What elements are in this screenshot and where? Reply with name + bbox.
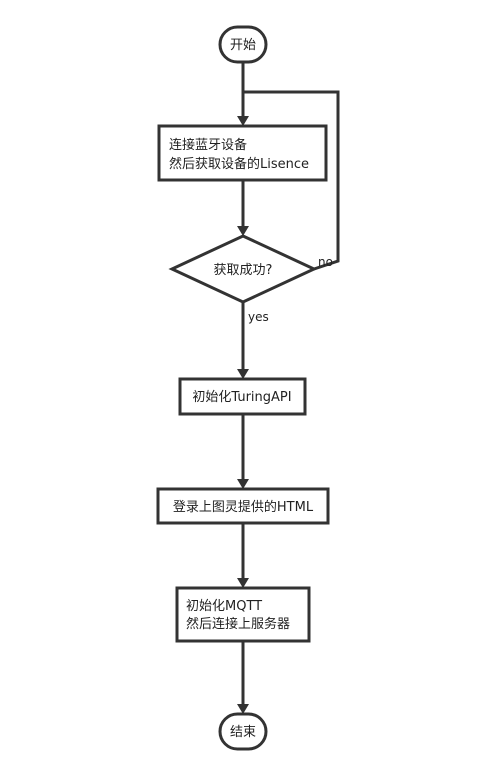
node-init-mqtt: 初始化MQTT 然后连接上服务器: [175, 586, 311, 643]
edges: [237, 62, 340, 714]
decision-label: 获取成功?: [214, 263, 273, 278]
node-connect: 连接蓝牙设备 然后获取设备的Lisence: [157, 124, 328, 182]
init-turing-process-box: [178, 377, 307, 416]
node-init-turing: 初始化TuringAPI: [178, 377, 307, 416]
arrow-init-mqtt-to-end: [237, 704, 249, 714]
login-label: 登录上图灵提供的HTML: [173, 499, 314, 515]
arrow-login-to-init-mqtt: [237, 578, 249, 588]
arrow-init-turing-to-login: [237, 479, 249, 489]
init-mqtt-label-line2: 然后连接上服务器: [186, 616, 290, 632]
node-end: 结束: [218, 712, 268, 751]
edge-label-no: no: [318, 255, 333, 269]
start-label: 开始: [230, 38, 256, 53]
init-mqtt-process-box: [175, 586, 311, 643]
arrow-decision-to-init-turing: [237, 369, 249, 379]
connect-process-box: [157, 124, 328, 182]
arrow-start-to-connect: [237, 116, 249, 126]
start-terminator: [218, 25, 268, 64]
connect-label-line1: 连接蓝牙设备: [169, 137, 247, 153]
node-decision: 获取成功?: [168, 234, 318, 304]
init-mqtt-label-line1: 初始化MQTT: [186, 599, 262, 614]
init-turing-label: 初始化TuringAPI: [192, 390, 291, 405]
arrow-connect-to-decision: [237, 226, 249, 236]
end-terminator: [218, 712, 268, 751]
node-login: 登录上图灵提供的HTML: [156, 487, 330, 525]
login-process-box: [156, 487, 330, 525]
node-start: 开始: [218, 25, 268, 64]
connect-label-line2: 然后获取设备的Lisence: [169, 156, 309, 172]
decision-diamond: [168, 234, 318, 304]
end-label: 结束: [230, 725, 256, 740]
edge-decision-no-loop: [243, 90, 340, 271]
edge-label-yes: yes: [248, 310, 269, 324]
